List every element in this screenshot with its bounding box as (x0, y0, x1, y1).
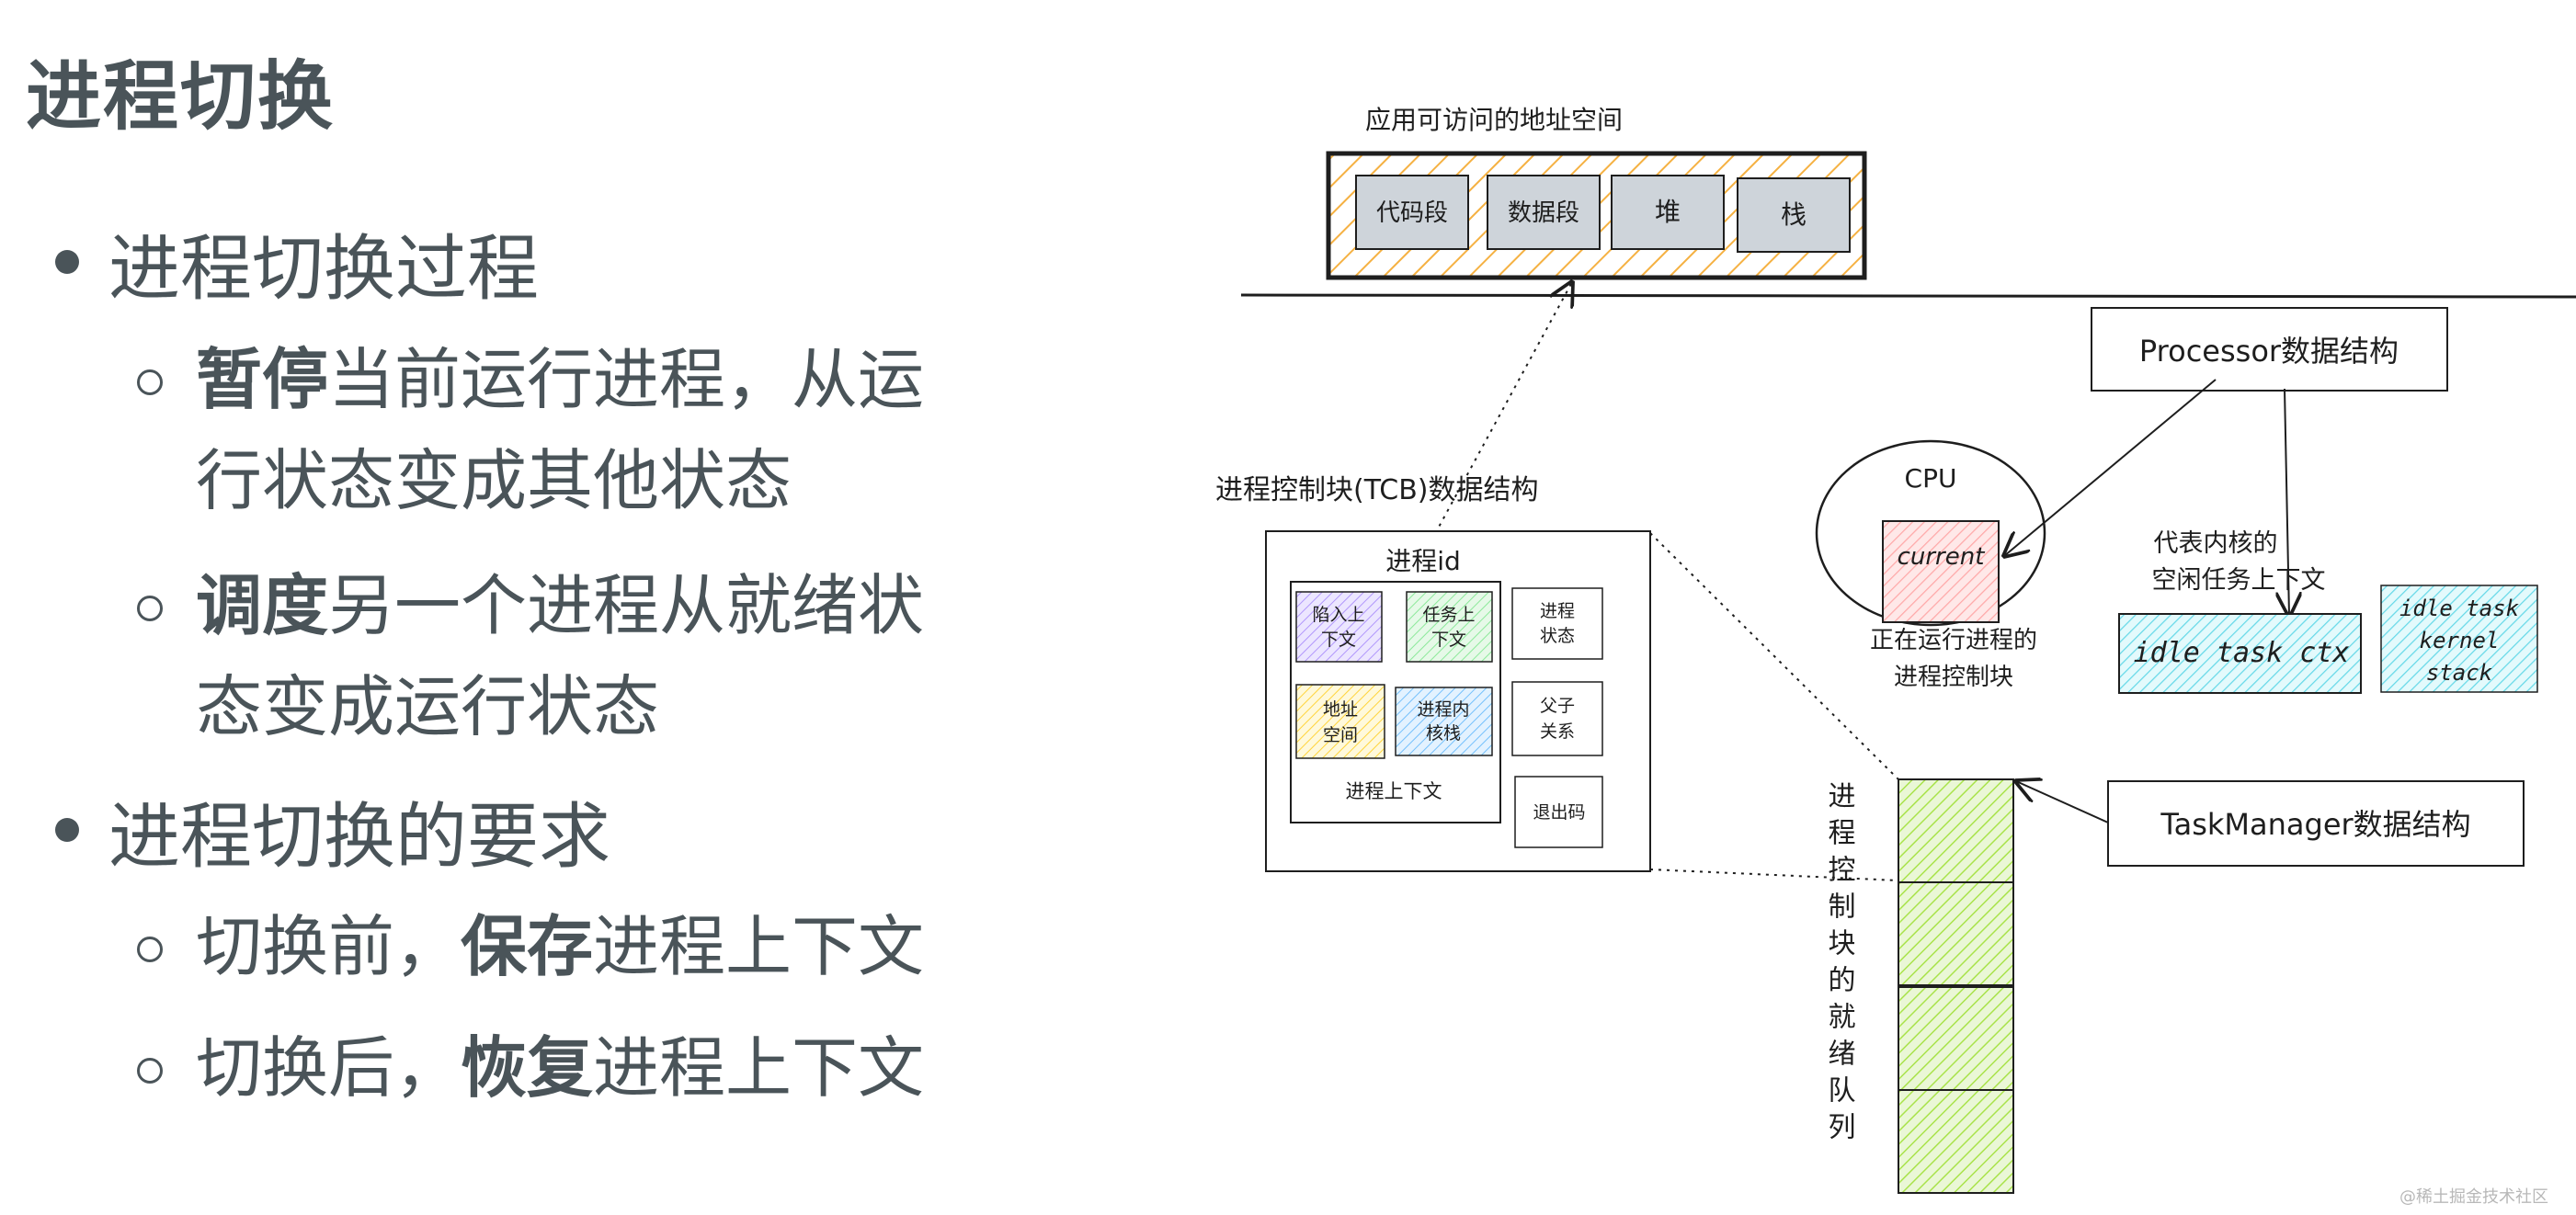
svg-text:堆: 堆 (1655, 197, 1681, 227)
addr-space-pointer (1339, 282, 1572, 709)
svg-text:stack: stack (2426, 660, 2493, 686)
bullet-dot (55, 250, 79, 274)
cpu-label: CPU (1905, 463, 1957, 494)
idle-desc-line2: 空闲任务上下文 (2152, 566, 2326, 595)
svg-text:下文: 下文 (1321, 630, 1356, 650)
text-pre: 切换后， (196, 1029, 462, 1107)
tcb-pid: 进程id (1385, 546, 1461, 576)
process-context-label: 进程上下文 (1346, 780, 1442, 802)
sub-bullet-text: 暂停当前运行进程，从运行状态变成其他状态 (196, 329, 924, 531)
tcb-link-bottom (1649, 869, 1899, 881)
processor-to-current-arrow (2004, 379, 2217, 556)
idle-task-ctx: idle task ctx (2118, 613, 2362, 694)
queue-slot (1898, 1089, 2014, 1194)
svg-text:退出码: 退出码 (1533, 802, 1585, 823)
bold-restore: 恢复 (461, 1029, 594, 1107)
bullet-text: 进程切换的要求 (108, 796, 611, 879)
svg-text:地址: 地址 (1323, 699, 1358, 720)
address-space-cell: 地址 空间 (1295, 684, 1385, 759)
svg-text:关系: 关系 (1540, 721, 1575, 742)
tcb-link-top (1649, 532, 1899, 780)
svg-text:kernel: kernel (2420, 628, 2500, 653)
sub-bullet-text: 切换后，恢复进程上下文 (196, 1017, 924, 1118)
svg-text:栈: 栈 (1781, 199, 1807, 230)
idle-task-kernel-stack: idle task kernel stack (2380, 585, 2538, 693)
segment-data: 数据段 (1487, 175, 1601, 250)
trap-context: 陷入上 下文 (1295, 591, 1383, 663)
text-line1: 当前运行进程，从运 (328, 341, 925, 418)
text-post: 进程上下文 (593, 1029, 925, 1107)
svg-text:进程内: 进程内 (1417, 699, 1469, 720)
exit-code-cell: 退出码 (1514, 776, 1603, 848)
svg-text:状态: 状态 (1540, 626, 1575, 646)
svg-text:陷入上: 陷入上 (1312, 605, 1364, 625)
user-kernel-divider (1240, 293, 2576, 299)
text-line2: 态变成运行状态 (196, 668, 660, 745)
kernel-stack-cell: 进程内 核栈 (1395, 687, 1493, 756)
processor-label: Processor数据结构 (2139, 334, 2399, 369)
svg-text:idle task ctx: idle task ctx (2134, 637, 2350, 669)
svg-text:父子: 父子 (1540, 696, 1575, 716)
svg-text:下文: 下文 (1431, 630, 1466, 650)
sub-bullet-text: 调度另一个进程从就绪状态变成运行状态 (196, 555, 924, 757)
tcb-label: 进程控制块(TCB)数据结构 (1215, 474, 1539, 506)
slide-title: 进程切换 (26, 53, 336, 141)
sub-bullet-text: 切换前，保存进程上下文 (196, 896, 924, 997)
text-line1: 另一个进程从就绪状 (328, 567, 925, 644)
bullet-dot (55, 818, 79, 842)
queue-slot (1898, 778, 2014, 883)
processor-to-idle-arrow (2285, 388, 2289, 616)
svg-text:数据段: 数据段 (1508, 199, 1579, 227)
current-label: current (1898, 543, 1986, 571)
processor-box (2091, 307, 2448, 392)
bullet-ring (137, 1058, 163, 1084)
bullet-ring (137, 937, 163, 962)
process-state-cell: 进程 状态 (1511, 587, 1603, 660)
svg-text:代码段: 代码段 (1376, 199, 1448, 227)
bold-pause: 暂停 (196, 341, 329, 418)
text-line2: 行状态变成其他状态 (196, 442, 792, 519)
segment-stack: 栈 (1737, 177, 1851, 253)
bold-schedule: 调度 (196, 567, 329, 644)
watermark: @稀土掘金技术社区 (2399, 1187, 2548, 1207)
ready-queue (1898, 778, 2014, 1194)
text-post: 进程上下文 (593, 908, 925, 985)
bullet-ring (137, 369, 163, 395)
svg-text:进程: 进程 (1540, 601, 1575, 621)
svg-text:空间: 空间 (1323, 725, 1358, 745)
idle-desc-line1: 代表内核的 (2154, 529, 2278, 558)
svg-text:核栈: 核栈 (1426, 723, 1461, 744)
queue-slot (1898, 986, 2014, 1091)
ready-queue-label: 进程控制块的就绪队列 (1823, 781, 1856, 1149)
task-context: 任务上 下文 (1406, 591, 1493, 663)
parent-child-cell: 父子 关系 (1511, 681, 1603, 756)
svg-text:任务上: 任务上 (1422, 605, 1475, 625)
segment-code: 代码段 (1355, 175, 1469, 250)
current-pointer-box (1882, 520, 2000, 623)
bold-save: 保存 (461, 908, 594, 985)
segment-heap: 堆 (1611, 175, 1725, 250)
task-manager-arrow (2016, 781, 2109, 823)
bullet-text: 进程切换过程 (108, 228, 540, 311)
svg-text:idle task: idle task (2399, 596, 2520, 621)
text-pre: 切换前， (196, 908, 462, 985)
task-manager-box (2107, 780, 2525, 867)
address-space-label: 应用可访问的地址空间 (1365, 105, 1623, 135)
current-desc-line2: 进程控制块 (1894, 664, 2013, 691)
queue-slot (1898, 881, 2014, 986)
bullet-ring (137, 596, 163, 621)
task-manager-label: TaskManager数据结构 (2160, 807, 2470, 842)
current-desc-line1: 正在运行进程的 (1870, 627, 2037, 654)
